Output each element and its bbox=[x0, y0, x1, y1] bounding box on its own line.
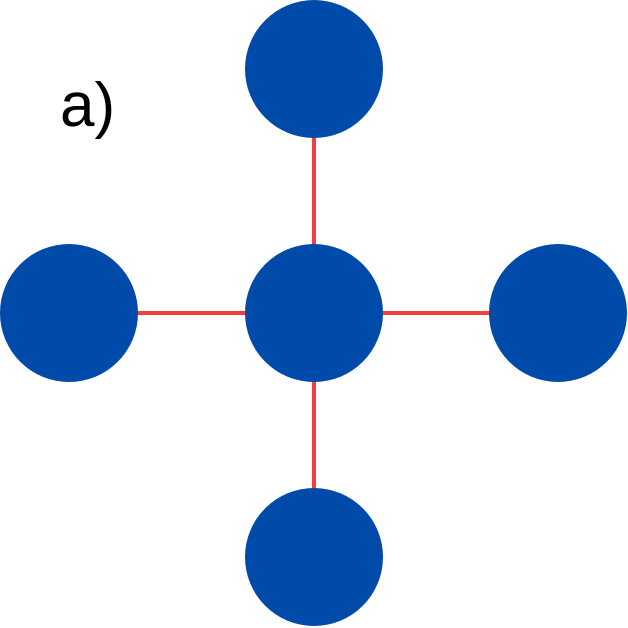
node-bottom bbox=[245, 488, 383, 626]
node-top bbox=[245, 0, 383, 138]
node-center bbox=[245, 244, 383, 382]
panel-label: a) bbox=[60, 71, 116, 140]
node-right bbox=[489, 244, 627, 382]
node-left bbox=[0, 244, 138, 382]
